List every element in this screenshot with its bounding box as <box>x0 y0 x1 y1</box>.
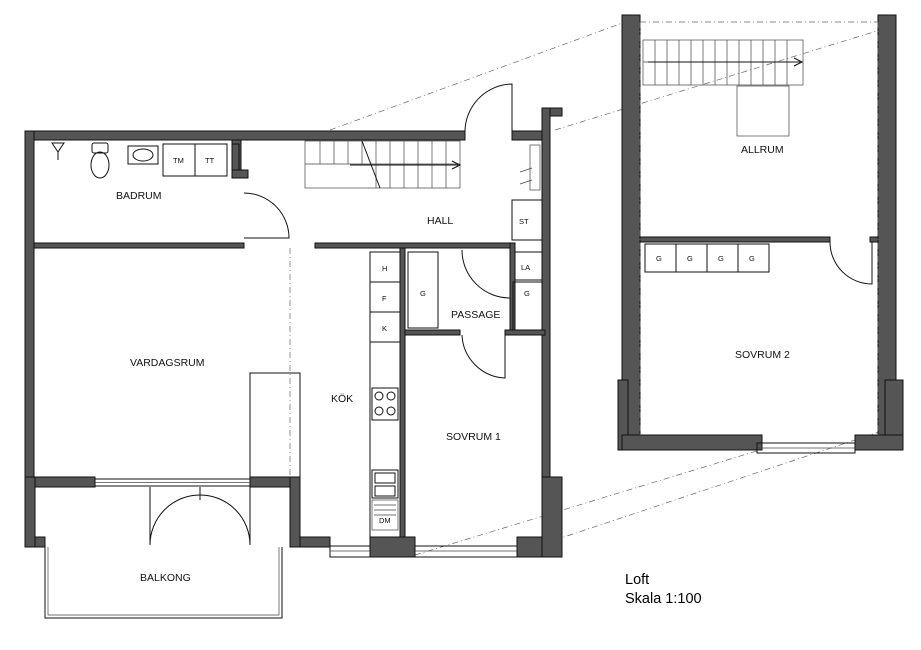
fixture-label-g-loft-4: G <box>749 254 755 263</box>
fixture-label-f: F <box>382 294 387 303</box>
fixture-label-st: ST <box>519 217 529 226</box>
room-label-badrum: BADRUM <box>116 190 162 202</box>
room-label-sovrum2: SOVRUM 2 <box>735 349 790 361</box>
room-label-kok: KÖK <box>331 393 353 405</box>
fixture-label-la: LA <box>521 263 530 272</box>
room-label-vardagsrum: VARDAGSRUM <box>130 357 204 369</box>
caption-scale: Skala 1:100 <box>625 591 702 607</box>
room-label-passage: PASSAGE <box>451 309 500 321</box>
kitchen-fixtures <box>249 251 401 538</box>
projection-lines <box>329 21 886 556</box>
fixture-label-g-loft-3: G <box>718 254 724 263</box>
fixture-label-g-loft-2: G <box>687 254 693 263</box>
loft-details <box>639 21 879 454</box>
room-label-sovrum1: SOVRUM 1 <box>446 431 501 443</box>
fixture-label-dm: DM <box>379 516 391 525</box>
room-label-balkong: BALKONG <box>140 572 191 584</box>
caption-title: Loft <box>625 572 649 588</box>
balcony <box>44 487 283 619</box>
room-label-allrum: ALLRUM <box>741 144 784 156</box>
loft-walls <box>617 14 904 451</box>
main-floor-walls <box>24 107 563 558</box>
fixture-label-tm: TM <box>173 156 184 165</box>
windows <box>94 478 518 558</box>
fixture-label-g-passage-right: G <box>524 289 530 298</box>
fixture-label-h: H <box>382 264 387 273</box>
fixture-label-tt: TT <box>205 156 215 165</box>
fixture-label-g-loft-1: G <box>656 254 662 263</box>
room-label-hall: HALL <box>427 215 453 227</box>
hall-elements <box>289 83 543 537</box>
fixture-label-k: K <box>382 324 387 333</box>
stairs-main <box>304 140 462 189</box>
fixture-label-g-passage-left: G <box>420 289 426 298</box>
bathroom-fixtures <box>51 142 290 239</box>
